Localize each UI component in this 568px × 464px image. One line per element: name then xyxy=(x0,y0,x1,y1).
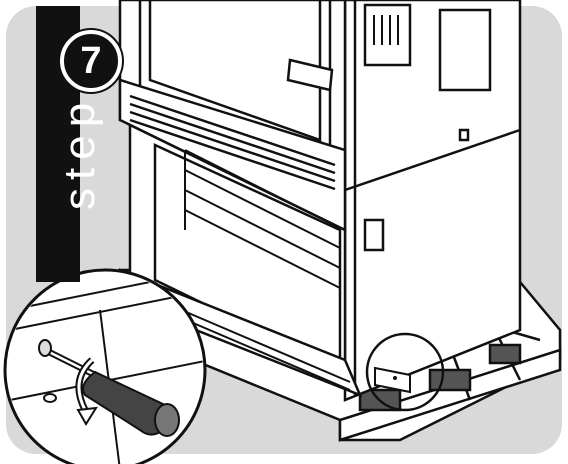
bracket-highlight-circle xyxy=(365,332,445,412)
zoom-detail-circle xyxy=(3,268,207,464)
upper-oven xyxy=(118,0,347,233)
lower-oven xyxy=(118,122,363,398)
oven-cabinet xyxy=(343,0,522,402)
screwdriver-icon xyxy=(38,339,180,437)
step-number-badge: 7 xyxy=(60,30,122,92)
step-label: step xyxy=(55,94,104,210)
rotate-arrow-icon xyxy=(75,357,98,426)
